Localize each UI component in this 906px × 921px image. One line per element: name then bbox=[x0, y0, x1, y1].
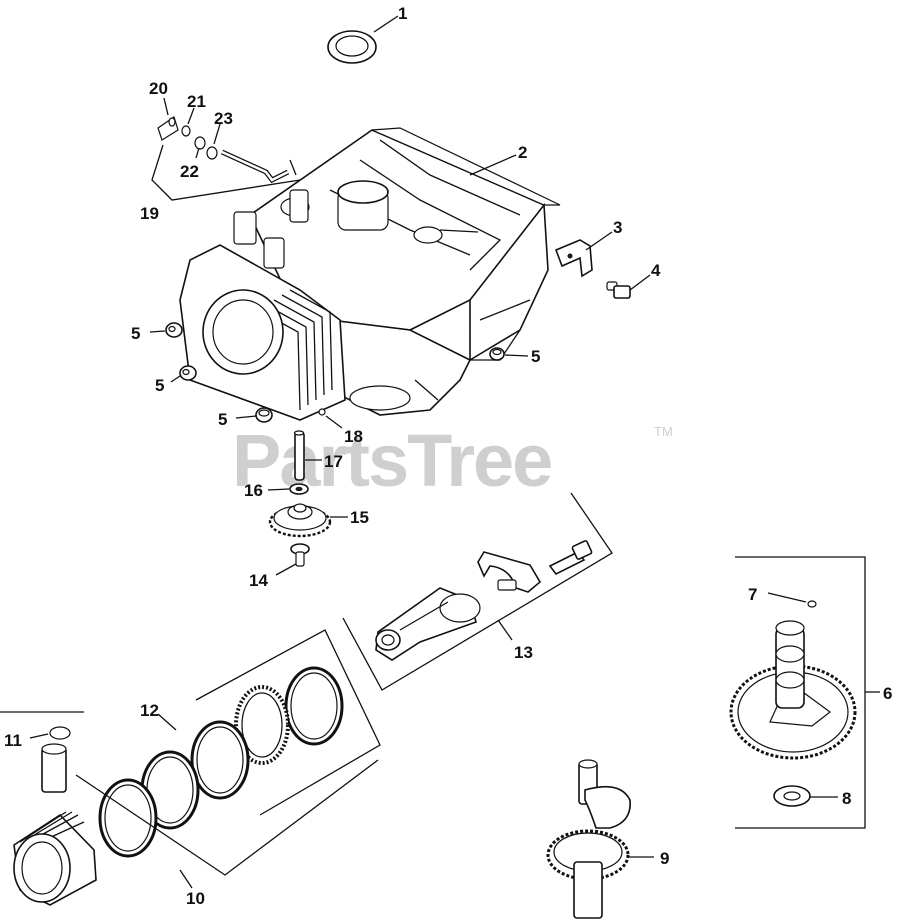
part-5-dowel-pin-c[interactable] bbox=[255, 407, 273, 423]
leader-1 bbox=[373, 15, 399, 33]
part-3-bracket[interactable] bbox=[554, 239, 593, 278]
callout-12: 12 bbox=[140, 701, 159, 720]
part-16-washer[interactable] bbox=[289, 483, 309, 495]
part-5-dowel-pin-d[interactable] bbox=[489, 347, 505, 361]
leader-5b bbox=[170, 375, 181, 383]
callout-4: 4 bbox=[651, 261, 661, 280]
leader-20 bbox=[163, 97, 169, 116]
callout-5b: 5 bbox=[155, 376, 164, 395]
part-14-bolt[interactable] bbox=[290, 543, 310, 567]
callout-22: 22 bbox=[180, 162, 199, 181]
callout-5d: 5 bbox=[531, 347, 540, 366]
part-13-connecting-rod[interactable] bbox=[375, 540, 593, 661]
callout-20: 20 bbox=[149, 79, 168, 98]
leader-5c bbox=[235, 415, 257, 419]
leader-7 bbox=[767, 592, 807, 603]
group-bracket-12 bbox=[195, 629, 381, 816]
part-4-screw[interactable] bbox=[606, 281, 631, 299]
part-1-oil-seal[interactable] bbox=[327, 30, 377, 64]
callout-7: 7 bbox=[748, 585, 757, 604]
group-bracket-10 bbox=[75, 759, 379, 876]
leader-23 bbox=[213, 123, 221, 145]
leader-5d bbox=[504, 354, 529, 357]
part-8-shim[interactable] bbox=[773, 785, 811, 807]
leader-22 bbox=[195, 147, 200, 159]
part-11-retaining-ring[interactable] bbox=[49, 726, 71, 740]
leader-10 bbox=[179, 869, 193, 889]
callout-6: 6 bbox=[883, 684, 892, 703]
callout-17: 17 bbox=[324, 452, 343, 471]
callout-2: 2 bbox=[518, 143, 527, 162]
part-6-camshaft[interactable] bbox=[729, 620, 857, 760]
leader-4 bbox=[629, 274, 651, 291]
callout-14: 14 bbox=[249, 571, 268, 590]
leader-13 bbox=[497, 619, 513, 641]
leader-18 bbox=[325, 415, 343, 429]
part-19-breather-tube-assembly[interactable] bbox=[157, 116, 297, 184]
callout-1: 1 bbox=[398, 4, 407, 23]
group-bracket-13 bbox=[342, 492, 613, 691]
leader-14 bbox=[275, 563, 297, 576]
part-7-pin[interactable] bbox=[807, 600, 817, 608]
part-9-crankshaft[interactable] bbox=[546, 759, 631, 919]
callout-23: 23 bbox=[214, 109, 233, 128]
callout-19: 19 bbox=[140, 204, 159, 223]
part-10-piston[interactable] bbox=[13, 811, 97, 906]
leader-11 bbox=[29, 733, 49, 739]
leader-21 bbox=[187, 107, 195, 125]
callout-18: 18 bbox=[344, 427, 363, 446]
part-18-pin[interactable] bbox=[318, 408, 326, 416]
callout-3: 3 bbox=[613, 218, 622, 237]
callout-5a: 5 bbox=[131, 324, 140, 343]
callout-10: 10 bbox=[186, 889, 205, 908]
watermark-trademark: TM bbox=[654, 424, 673, 439]
leader-5a bbox=[149, 330, 166, 333]
callout-5c: 5 bbox=[218, 410, 227, 429]
leader-3 bbox=[585, 231, 613, 251]
watermark-text: PartsTree bbox=[232, 419, 551, 502]
part-15-governor-gear[interactable] bbox=[268, 503, 332, 538]
part-10-piston-pin[interactable] bbox=[41, 743, 67, 793]
leader-19 bbox=[151, 144, 301, 201]
leader-2 bbox=[469, 154, 517, 176]
callout-8: 8 bbox=[842, 789, 851, 808]
callout-16: 16 bbox=[244, 481, 263, 500]
part-5-dowel-pin-a[interactable] bbox=[165, 322, 183, 338]
leader-12 bbox=[157, 713, 177, 731]
callout-21: 21 bbox=[187, 92, 206, 111]
callout-15: 15 bbox=[350, 508, 369, 527]
callout-13: 13 bbox=[514, 643, 533, 662]
part-2-crankcase[interactable] bbox=[179, 127, 561, 421]
leader-16 bbox=[267, 488, 290, 491]
part-5-dowel-pin-b[interactable] bbox=[179, 365, 197, 381]
part-12-piston-ring-set[interactable] bbox=[98, 666, 344, 858]
part-17-shaft[interactable] bbox=[293, 430, 305, 481]
callout-11: 11 bbox=[4, 731, 22, 750]
callout-9: 9 bbox=[660, 849, 669, 868]
